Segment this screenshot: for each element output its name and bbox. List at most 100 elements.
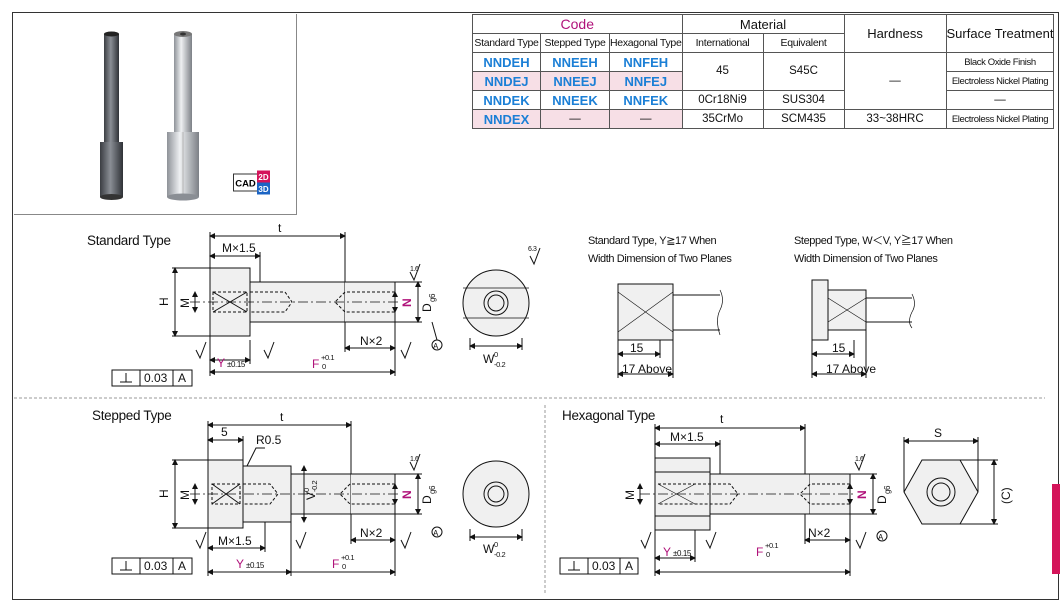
datum-a: A (433, 342, 439, 351)
dim-d: D (420, 495, 434, 504)
standard-type-drawing (172, 232, 541, 376)
material-header: Material (681, 14, 845, 34)
dim-f: F (312, 357, 319, 371)
dim-w-up: 0 (494, 350, 498, 359)
tolerance-frame-stepped: 0.03 A (111, 557, 193, 575)
note-standard-line2: Width Dimension of Two Planes (588, 253, 732, 265)
dim-f: F (332, 557, 339, 571)
cad-text: CAD (235, 179, 256, 190)
dim-w-lo: -0.2 (494, 550, 506, 559)
subheader-international: International (681, 33, 764, 53)
dim-15: 15 (630, 341, 644, 355)
dim-w: W (483, 352, 495, 366)
dim-v: V (304, 492, 318, 500)
dim-m: M (178, 490, 192, 500)
dim-y: Y (217, 356, 225, 370)
dim-h: H (157, 297, 171, 306)
roughness-mark: 6.3 (528, 246, 537, 253)
photo-illustration (100, 31, 199, 201)
surface-cell: Electroless Nickel Plating (945, 109, 1055, 129)
cad-badge[interactable]: CAD 2D 3D (233, 170, 271, 196)
standard-type-labels: t M×1.5 H M N D g6 A Y ±0.15 F +0.1 0 N×… (157, 221, 537, 371)
dim-nx2: N×2 (360, 526, 383, 540)
dim-r05: R0.5 (256, 433, 282, 447)
dim-nx2: N×2 (808, 526, 831, 540)
tolerance-value: 0.03 (144, 371, 168, 385)
dark-pin-photo (100, 31, 123, 200)
tolerance-datum: A (625, 559, 633, 573)
dim-f-lo: 0 (766, 550, 770, 559)
dim-5: 5 (221, 425, 228, 439)
tolerance-datum: A (178, 559, 186, 573)
dim-v-up: 0 (302, 488, 311, 492)
dim-g6: g6 (428, 485, 437, 494)
dim-w: W (483, 542, 495, 556)
code-cell: NNEEJ (540, 71, 610, 91)
dim-m: M (178, 298, 192, 308)
section-title-hexagonal: Hexagonal Type (562, 408, 655, 423)
dim-f-up: +0.1 (765, 541, 778, 550)
dim-f-up: +0.1 (321, 353, 334, 362)
subheader-stepped: Stepped Type (540, 33, 610, 53)
dim-nx2: N×2 (360, 334, 383, 348)
dim-f-lo: 0 (322, 362, 326, 371)
dim-f-up: +0.1 (341, 553, 354, 562)
tolerance-value: 0.03 (144, 559, 168, 573)
datum-a: A (433, 529, 439, 538)
subheader-equivalent: Equivalent (762, 33, 845, 53)
stepped-type-drawing (172, 421, 530, 576)
subheader-standard: Standard Type (472, 33, 541, 53)
tolerance-frame-hexagonal: 0.03 A (559, 557, 639, 575)
dim-15: 15 (832, 341, 846, 355)
dim-c: (C) (999, 487, 1013, 504)
dim-y: Y (663, 545, 671, 559)
stepped-type-labels: t 5 R0.5 H M V 0 -0.2 N D g6 A M×1.5 Y ±… (157, 410, 506, 571)
equivalent-cell: SUS304 (762, 90, 845, 110)
dim-n: N (400, 490, 414, 499)
dim-t: t (280, 410, 284, 424)
code-cell: NNDEH (472, 52, 541, 72)
flat-sketch-stepped (811, 279, 915, 378)
cad-3d-tag: 3D (258, 185, 268, 194)
dim-g6: g6 (883, 485, 892, 494)
code-cell: — (540, 109, 610, 129)
dim-w-up: 0 (494, 540, 498, 549)
hardness-cell: 33~38HRC (843, 109, 947, 129)
code-cell: NNEEK (540, 90, 610, 110)
dim-17-above: 17 Above (826, 362, 876, 376)
dim-w-lo: -0.2 (494, 360, 506, 369)
dim-17-above: 17 Above (622, 362, 672, 376)
dim-t: t (278, 221, 282, 235)
dim-d: D (420, 303, 434, 312)
code-cell: NNEEH (540, 52, 610, 72)
dim-t: t (720, 412, 724, 426)
note-standard-line1: Standard Type, Y≧17 When (588, 235, 717, 247)
dim-d: D (875, 495, 889, 504)
roughness-mark: 1.6 (855, 456, 864, 463)
dim-y-tol: ±0.15 (246, 561, 265, 570)
dim-y: Y (236, 557, 244, 571)
tolerance-datum: A (178, 371, 186, 385)
spec-table: Code Material Hardness Surface Treatment… (472, 14, 1055, 129)
dim-s: S (934, 426, 942, 440)
roughness-mark: 1.6 (410, 266, 419, 273)
international-cell: 0Cr18Ni9 (681, 90, 764, 110)
dim-y-tol: ±0.15 (227, 360, 246, 369)
section-title-stepped: Stepped Type (92, 408, 171, 423)
hexagonal-type-labels: t M×1.5 M N D g6 A Y ±0.15 F +0.1 0 N×2 … (623, 412, 1013, 559)
dim-g6: g6 (428, 293, 437, 302)
dim-thread: M×1.5 (218, 534, 252, 548)
dim-h: H (157, 489, 171, 498)
tolerance-value: 0.03 (592, 559, 616, 573)
hexagonal-type-drawing (637, 424, 998, 576)
note-stepped-line1: Stepped Type, W＜V, Y≧17 When (794, 233, 953, 247)
side-tab[interactable] (1052, 484, 1060, 574)
note-stepped-line2: Width Dimension of Two Planes (794, 253, 938, 265)
dim-v-lo: -0.2 (310, 480, 319, 492)
datum-a: A (878, 533, 884, 542)
silver-pin-photo (167, 31, 199, 201)
dim-n: N (855, 490, 869, 499)
flat-sketch-standard (617, 283, 723, 378)
dim-f: F (756, 545, 763, 559)
